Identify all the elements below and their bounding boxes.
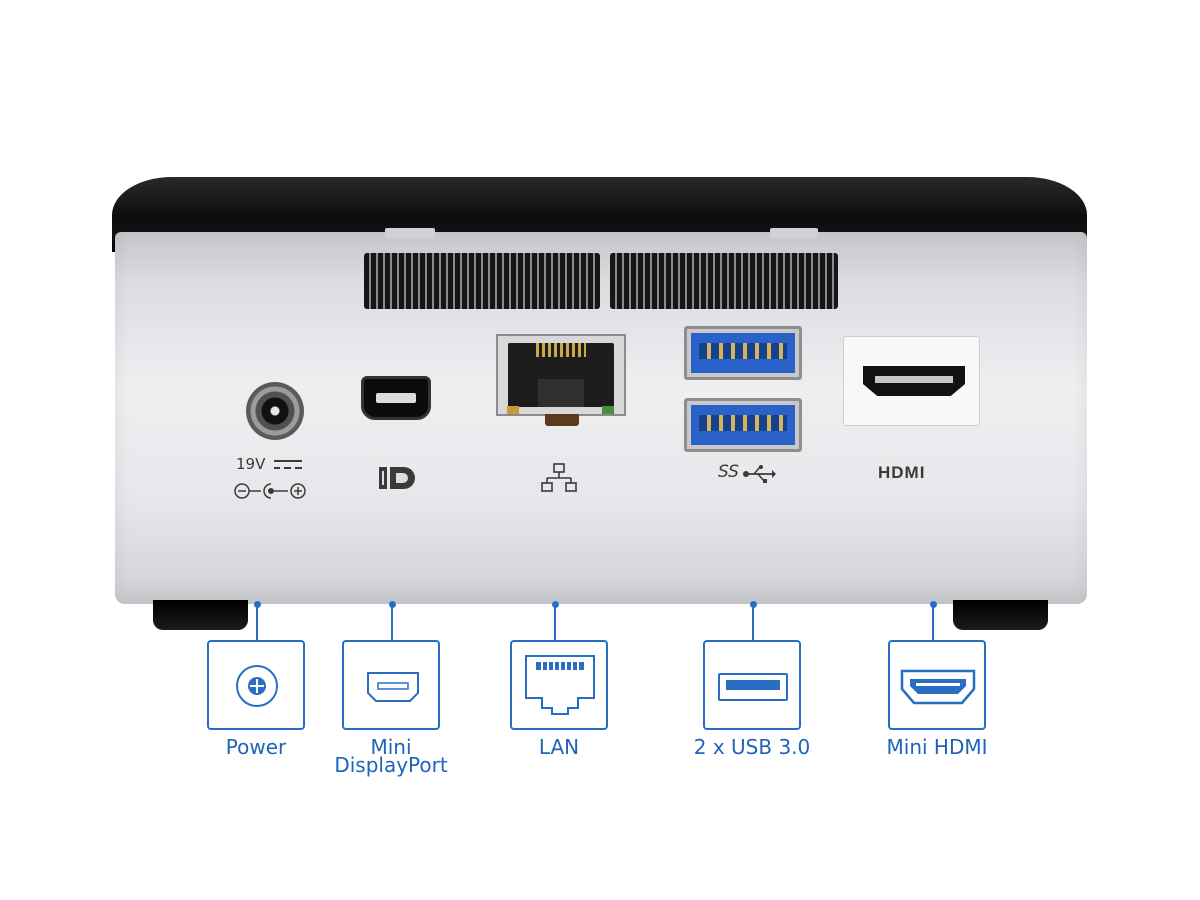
lan-led bbox=[507, 406, 519, 414]
leader-dot bbox=[552, 601, 559, 608]
air-vent bbox=[364, 253, 600, 309]
mini-displayport-callout-box bbox=[342, 640, 440, 730]
leader-line bbox=[256, 605, 258, 640]
leader-dot bbox=[750, 601, 757, 608]
leader-dot bbox=[254, 601, 261, 608]
leader-dot bbox=[389, 601, 396, 608]
usb-callout-box bbox=[703, 640, 801, 730]
dc-power-jack bbox=[246, 382, 304, 440]
usb-port-icon bbox=[718, 673, 788, 701]
mini-displayport-socket bbox=[361, 376, 431, 420]
lan-led bbox=[602, 406, 614, 414]
mini-displayport-icon bbox=[367, 672, 419, 702]
leader-line bbox=[391, 605, 393, 640]
leader-line bbox=[752, 605, 754, 640]
hdmi-port-icon bbox=[900, 669, 976, 705]
usb-socket-lower bbox=[684, 398, 802, 452]
displayport-logo-icon bbox=[379, 467, 415, 489]
superspeed-marking: SS bbox=[718, 462, 739, 482]
rubber-foot bbox=[953, 600, 1048, 630]
power-jack-icon bbox=[236, 665, 278, 707]
mini-hdmi-label: Mini HDMI bbox=[886, 735, 988, 759]
lid-tab bbox=[385, 228, 435, 238]
network-icon bbox=[541, 463, 577, 492]
lan-clip bbox=[545, 414, 579, 426]
hdmi-marking: HDMI bbox=[878, 463, 926, 482]
lan-socket-interior bbox=[508, 343, 614, 407]
lid-tab bbox=[770, 228, 818, 238]
lan-label: LAN bbox=[538, 735, 580, 759]
usb-socket-upper bbox=[684, 326, 802, 380]
mini-displayport-label-line1: Mini bbox=[370, 735, 412, 759]
polarity-icon bbox=[234, 483, 306, 499]
air-vent bbox=[610, 253, 838, 309]
leader-dot bbox=[930, 601, 937, 608]
usb-label: 2 x USB 3.0 bbox=[693, 735, 811, 759]
power-label: Power bbox=[225, 735, 287, 759]
hdmi-callout-box bbox=[888, 640, 986, 730]
leader-line bbox=[554, 605, 556, 640]
rubber-foot bbox=[153, 600, 248, 630]
voltage-marking: 19V bbox=[236, 455, 266, 473]
ethernet-port-icon bbox=[525, 655, 595, 715]
dc-symbol-icon bbox=[274, 460, 302, 469]
mini-displayport-label-line2: DisplayPort bbox=[334, 753, 448, 777]
power-callout-box bbox=[207, 640, 305, 730]
hdmi-socket bbox=[863, 366, 965, 396]
leader-line bbox=[932, 605, 934, 640]
usb-trident-icon bbox=[743, 465, 776, 483]
lan-callout-box bbox=[510, 640, 608, 730]
